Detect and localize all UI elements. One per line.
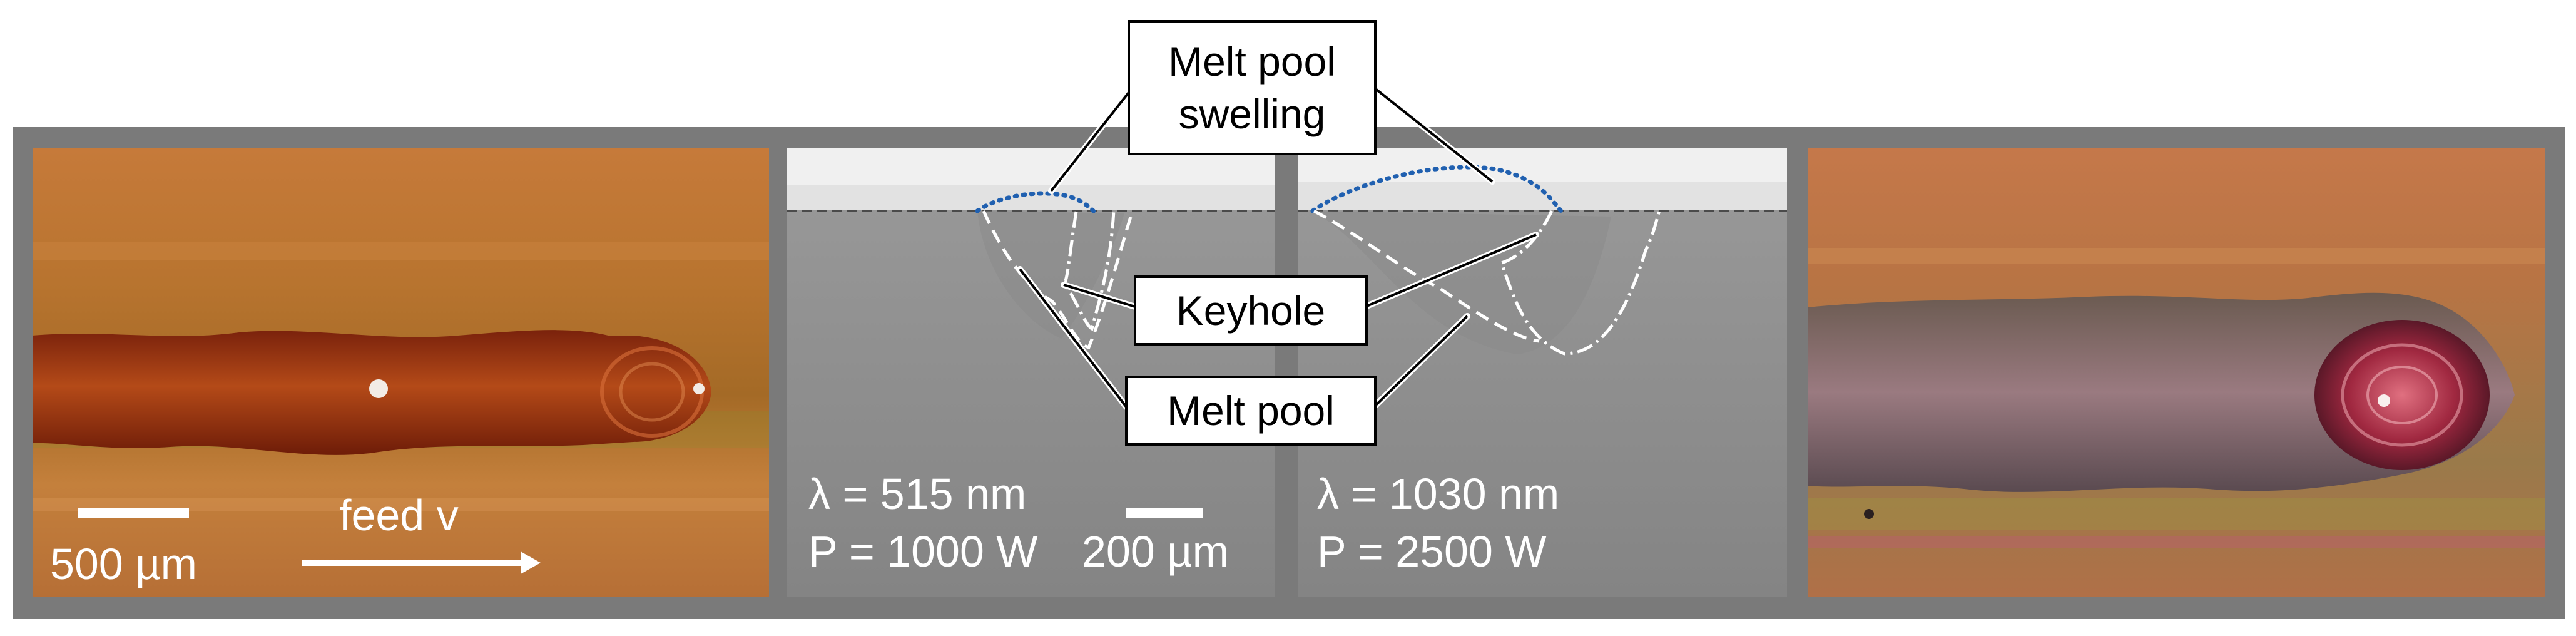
power-1000: P = 1000 W (808, 527, 1038, 576)
melt-zone-right (2314, 320, 2490, 470)
keyhole-spot-left (369, 379, 388, 398)
feed-label: feed v (339, 491, 459, 540)
copper-surface-left (33, 148, 769, 597)
top-view-image-left: 500 µm feed v (33, 148, 769, 597)
top-view-image-right (1808, 148, 2545, 597)
wavelength-515: λ = 515 nm (808, 469, 1027, 518)
wavelength-1030: λ = 1030 nm (1317, 469, 1560, 518)
scale-bar-left (78, 508, 189, 518)
callout-melt-pool: Melt pool (1125, 376, 1377, 446)
callout-keyhole: Keyhole (1134, 275, 1368, 346)
copper-surface-right (1808, 148, 2545, 597)
xray-image-1030nm: λ = 1030 nm P = 2500 W (1298, 148, 1787, 597)
scale-label-left: 500 µm (50, 540, 197, 588)
scale-bar-xray (1126, 508, 1203, 518)
power-2500: P = 2500 W (1317, 527, 1547, 576)
callout-melt-pool-swelling: Melt pool swelling (1128, 20, 1377, 155)
keyhole-spot-right (2378, 394, 2390, 407)
feed-arrow-head (521, 551, 541, 574)
xray-image-515nm: λ = 515 nm P = 1000 W 200 µm (787, 148, 1275, 597)
scale-label-xray: 200 µm (1082, 527, 1229, 576)
